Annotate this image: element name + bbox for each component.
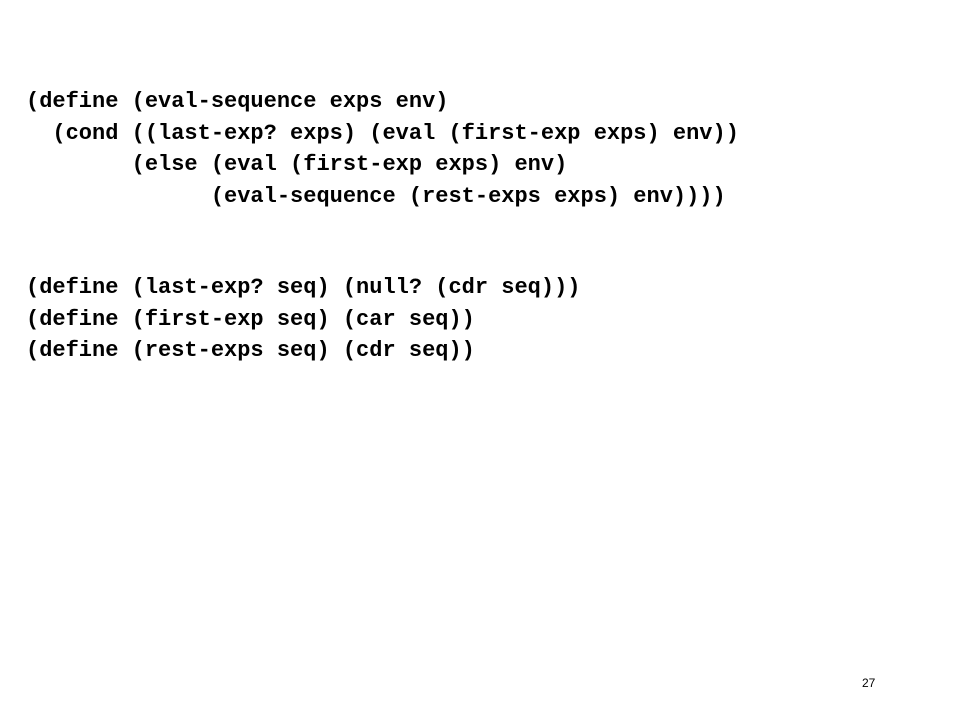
sequence-helpers-code-block: (define (last-exp? seq) (null? (cdr seq)… [26,272,581,367]
code-line: (else (eval (first-exp exps) env) [26,152,568,177]
code-line: (define (first-exp seq) (car seq)) [26,306,475,332]
page-number: 27 [862,676,876,690]
code-line: (define (last-exp? seq) (null? (cdr seq)… [26,275,581,300]
code-line: (cond ((last-exp? exps) (eval (first-exp… [26,120,739,146]
code-line: (define (rest-exps seq) (cdr seq)) [26,338,475,363]
code-line: (define (eval-sequence exps env) [26,89,449,114]
eval-sequence-code-block: (define (eval-sequence exps env) (cond (… [26,86,739,212]
code-line: (eval-sequence (rest-exps exps) env)))) [26,183,726,209]
